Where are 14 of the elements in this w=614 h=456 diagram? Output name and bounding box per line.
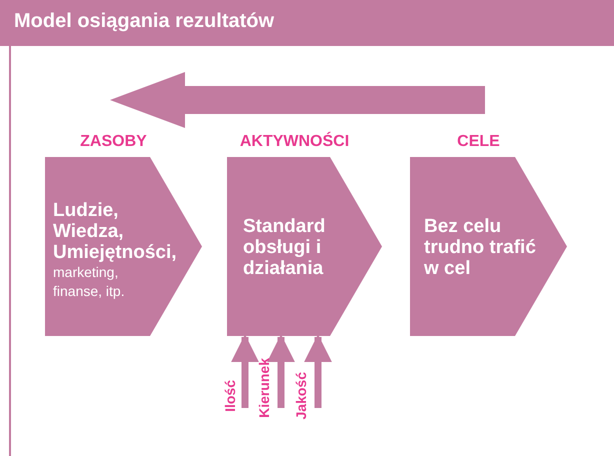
body-text: Ludzie, Wiedza, Umiejętności, bbox=[53, 200, 178, 263]
arrow bbox=[304, 334, 332, 408]
arrow bbox=[267, 334, 295, 408]
title: Model osiągania rezultatów bbox=[14, 10, 274, 33]
edge-label: Ilość bbox=[222, 380, 238, 412]
heading: AKTYWNOŚCI bbox=[238, 130, 350, 152]
edge-label: Kierunek bbox=[256, 358, 272, 418]
heading: CELE bbox=[456, 132, 501, 152]
heading: ZASOBY bbox=[79, 132, 148, 152]
body-text: Standard obsługi i działania bbox=[243, 216, 326, 279]
edge-label: Jakość bbox=[293, 372, 309, 420]
note-text: marketing, finanse, itp. bbox=[53, 263, 126, 301]
arrow bbox=[231, 334, 259, 408]
body-text: Bez celu trudno trafić w cel bbox=[424, 216, 537, 279]
